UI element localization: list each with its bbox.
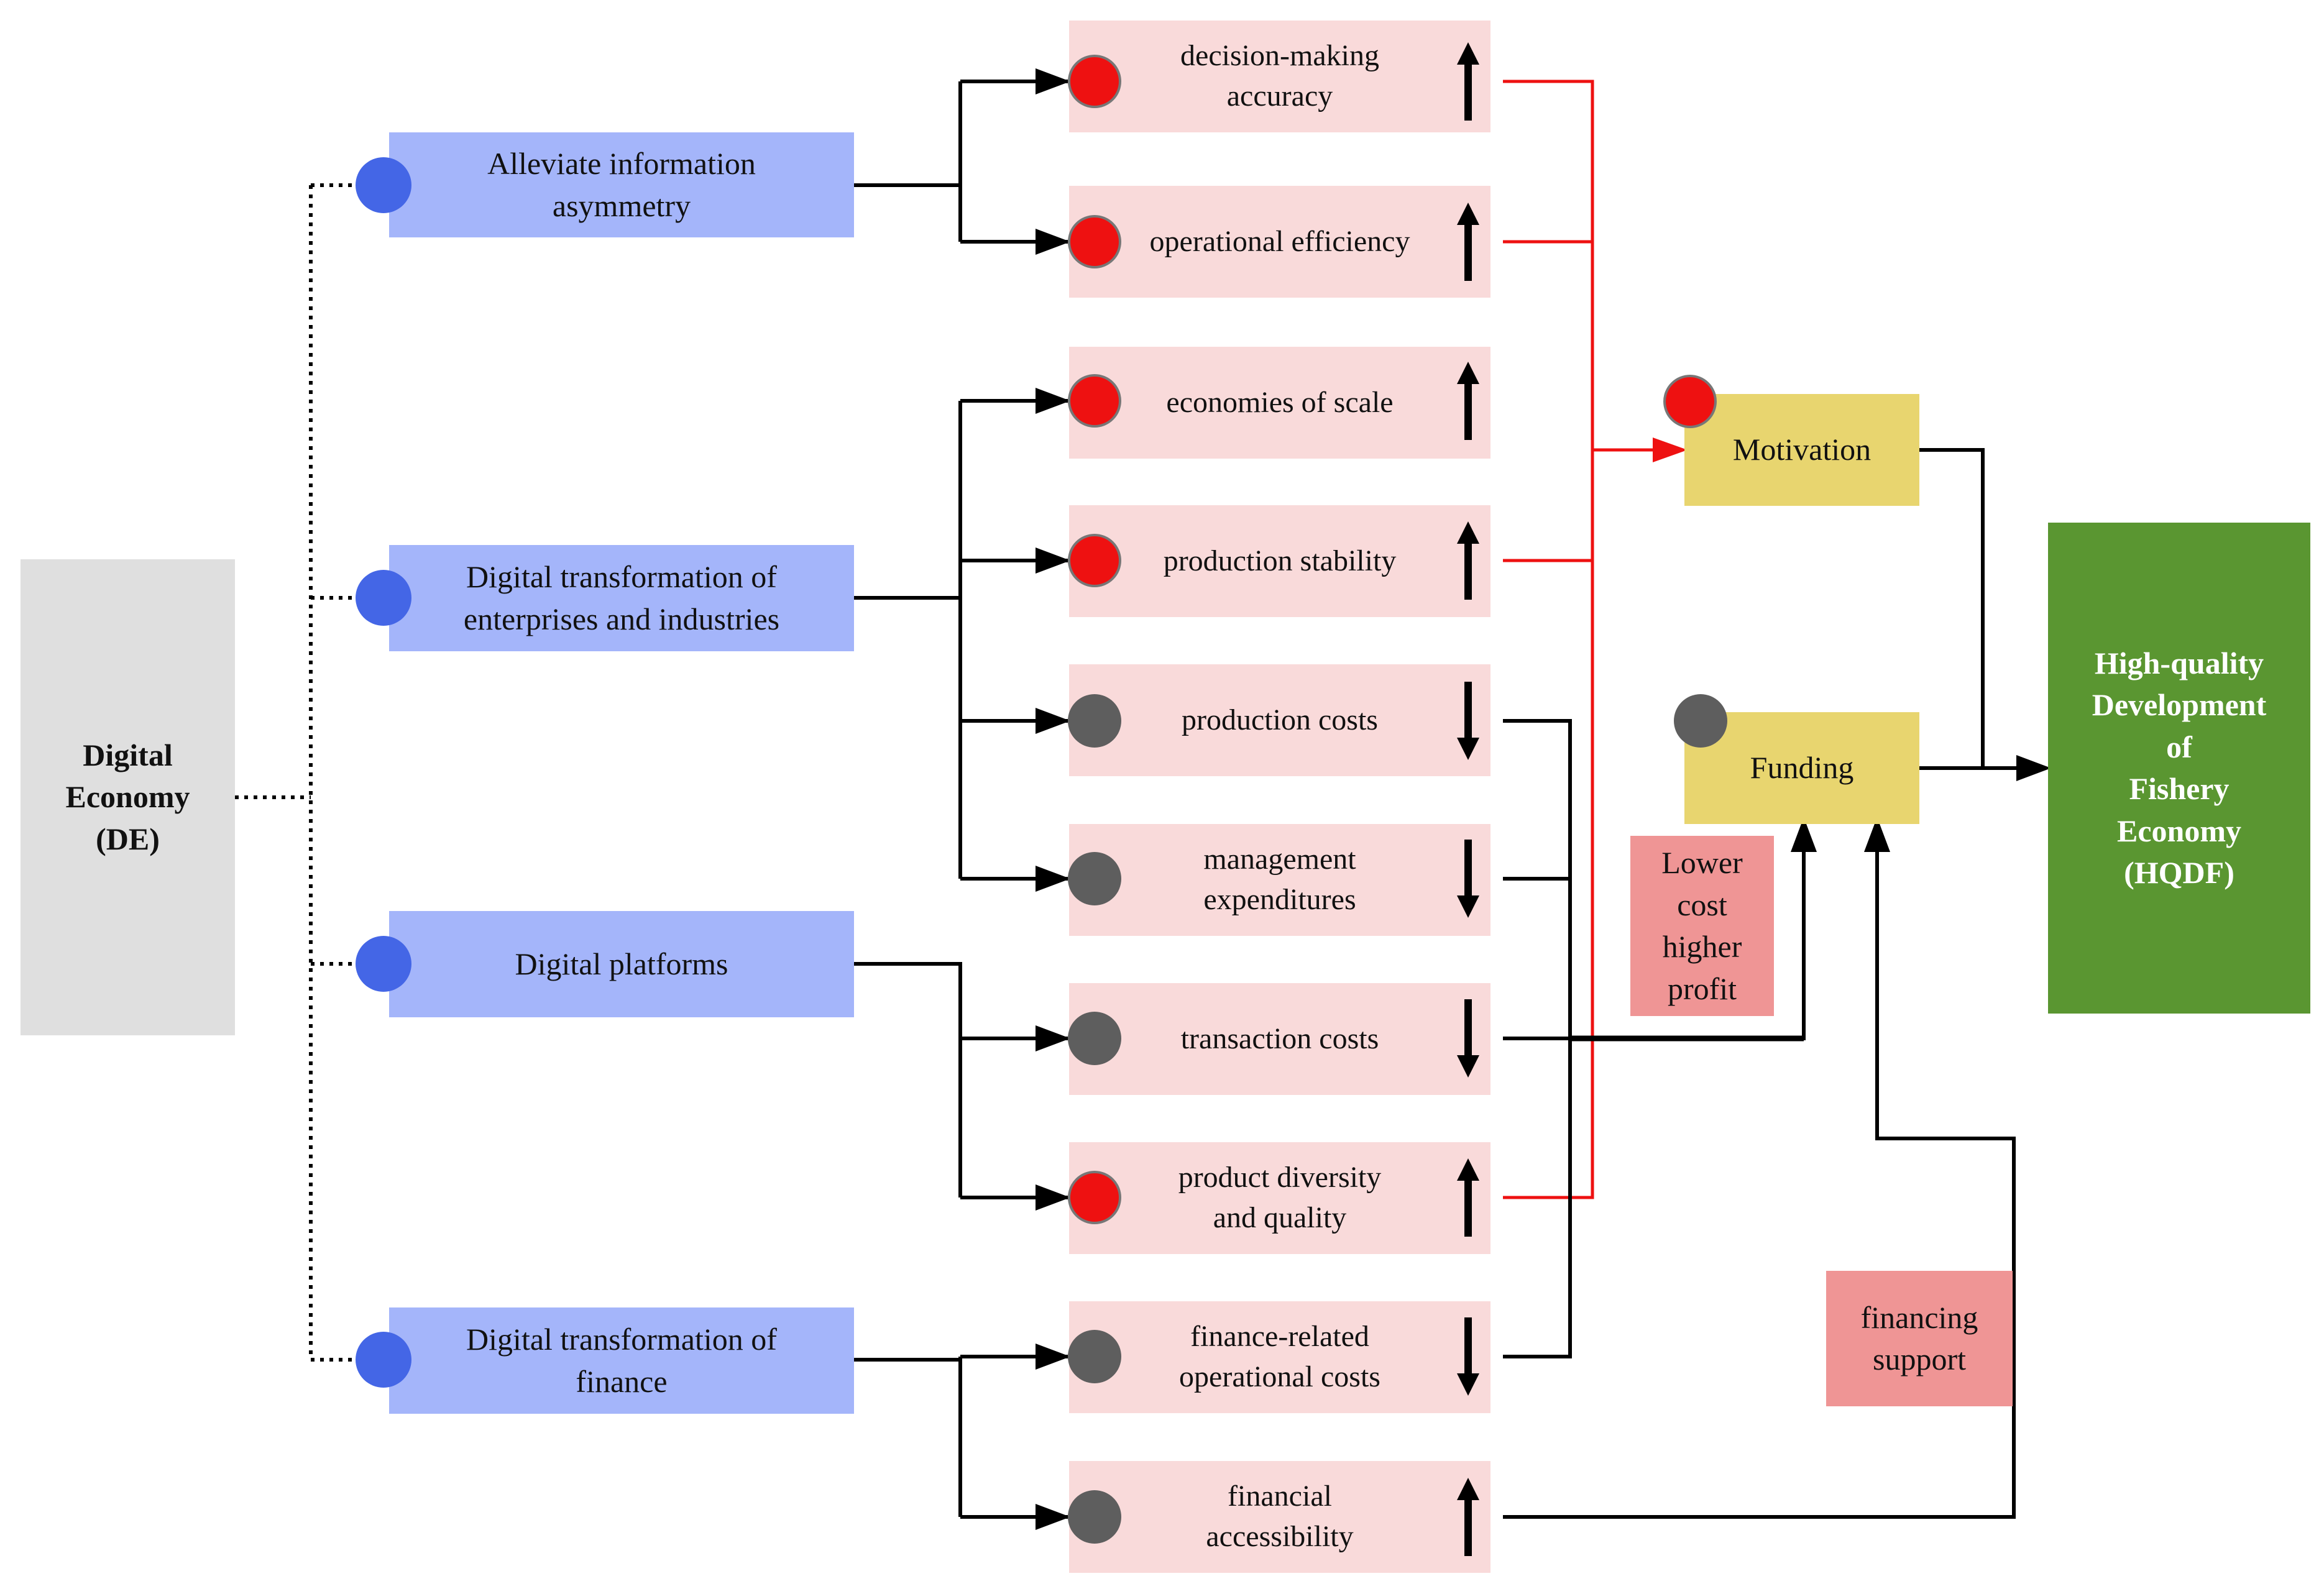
path-digital-transformation-finance: Digital transformation of finance — [389, 1307, 854, 1414]
financing-support-note: financing support — [1826, 1271, 2013, 1406]
effect-marker-dot — [1068, 1012, 1121, 1065]
effect-label: production stability — [1163, 544, 1397, 577]
effect-label: operational efficiency — [1149, 224, 1410, 258]
up-arrow-icon — [1457, 362, 1479, 440]
motivation-collector — [1503, 80, 1653, 1199]
effect-box: decision-making accuracy — [1069, 21, 1490, 132]
branch-lines-p3 — [854, 962, 994, 1197]
down-arrow-icon — [1457, 682, 1479, 760]
motivation-arrowhead — [1653, 437, 1688, 462]
effect-marker-dot — [1068, 55, 1121, 108]
effect-label: financial accessibility — [1206, 1480, 1354, 1553]
up-arrow-icon — [1457, 1478, 1479, 1556]
effect-box: operational efficiency — [1069, 186, 1490, 298]
effect-label: finance-related operational costs — [1179, 1320, 1380, 1393]
effect-marker-dot — [1068, 1490, 1121, 1544]
effect-box: product diversity and quality — [1069, 1142, 1490, 1254]
down-arrow-icon — [1457, 1317, 1479, 1396]
up-arrow-icon — [1457, 1158, 1479, 1237]
effect-label: decision-making accuracy — [1180, 39, 1379, 112]
path-marker-dot — [356, 570, 411, 626]
hqdf-outcome-box: High-quality Development of Fishery Econ… — [2048, 523, 2310, 1014]
effect-box: financial accessibility — [1069, 1461, 1490, 1573]
effect-label: management expenditures — [1203, 843, 1356, 916]
down-arrow-icon — [1457, 999, 1479, 1078]
lower-cost-higher-profit-note: Lower cost higher profit — [1630, 836, 1774, 1016]
effect-box: economies of scale — [1069, 347, 1490, 459]
path-marker-dot — [356, 936, 411, 992]
outcome-arrowhead — [2016, 755, 2051, 781]
down-arrow-icon — [1457, 840, 1479, 918]
effect-box: production costs — [1069, 664, 1490, 776]
branch-lines-p4 — [854, 1357, 962, 1517]
effect-marker-dot — [1068, 374, 1121, 428]
path-digital-platforms: Digital platforms — [389, 911, 854, 1017]
effect-marker-dot — [1068, 1171, 1121, 1224]
arrowhead — [1036, 68, 1070, 94]
arrowhead — [1036, 1344, 1070, 1370]
arrowhead — [1036, 708, 1070, 734]
effect-marker-dot — [1068, 694, 1121, 748]
arrowhead — [1036, 1504, 1070, 1530]
arrowhead — [1036, 866, 1070, 892]
up-arrow-icon — [1457, 521, 1479, 600]
effect-marker-dot — [1068, 534, 1121, 587]
results-to-outcome — [1919, 448, 2014, 770]
path-marker-dot — [356, 1332, 411, 1388]
effect-box: finance-related operational costs — [1069, 1301, 1490, 1413]
effect-label: product diversity and quality — [1178, 1161, 1382, 1234]
effect-marker-dot — [1068, 1330, 1121, 1383]
effect-box: transaction costs — [1069, 983, 1490, 1095]
effect-marker-dot — [1068, 215, 1121, 268]
path-marker-dot — [356, 157, 411, 213]
arrowhead — [1036, 547, 1070, 574]
motivation-marker-dot — [1663, 375, 1717, 428]
effect-label: production costs — [1182, 703, 1378, 736]
arrowhead — [1036, 1184, 1070, 1211]
motivation-box: Motivation — [1684, 394, 1919, 506]
path-digital-transformation-enterprises: Digital transformation of enterprises an… — [389, 545, 854, 651]
arrowhead — [1036, 229, 1070, 255]
up-arrow-icon — [1457, 42, 1479, 121]
effect-box: production stability — [1069, 505, 1490, 617]
up-arrow-icon — [1457, 203, 1479, 281]
arrowhead — [1036, 1025, 1070, 1051]
branch-lines-p2 — [854, 401, 962, 879]
effect-box: management expenditures — [1069, 824, 1490, 936]
path-alleviate-information-asymmetry: Alleviate information asymmetry — [389, 132, 854, 237]
funding-marker-dot — [1674, 694, 1727, 748]
branch-lines-p1 — [854, 81, 962, 242]
effect-marker-dot — [1068, 852, 1121, 905]
effect-label: transaction costs — [1180, 1022, 1379, 1055]
dotted-connector — [235, 183, 359, 1362]
effect-label: economies of scale — [1166, 385, 1394, 419]
arrowhead — [1036, 388, 1070, 414]
digital-economy-box: Digital Economy (DE) — [21, 559, 235, 1035]
